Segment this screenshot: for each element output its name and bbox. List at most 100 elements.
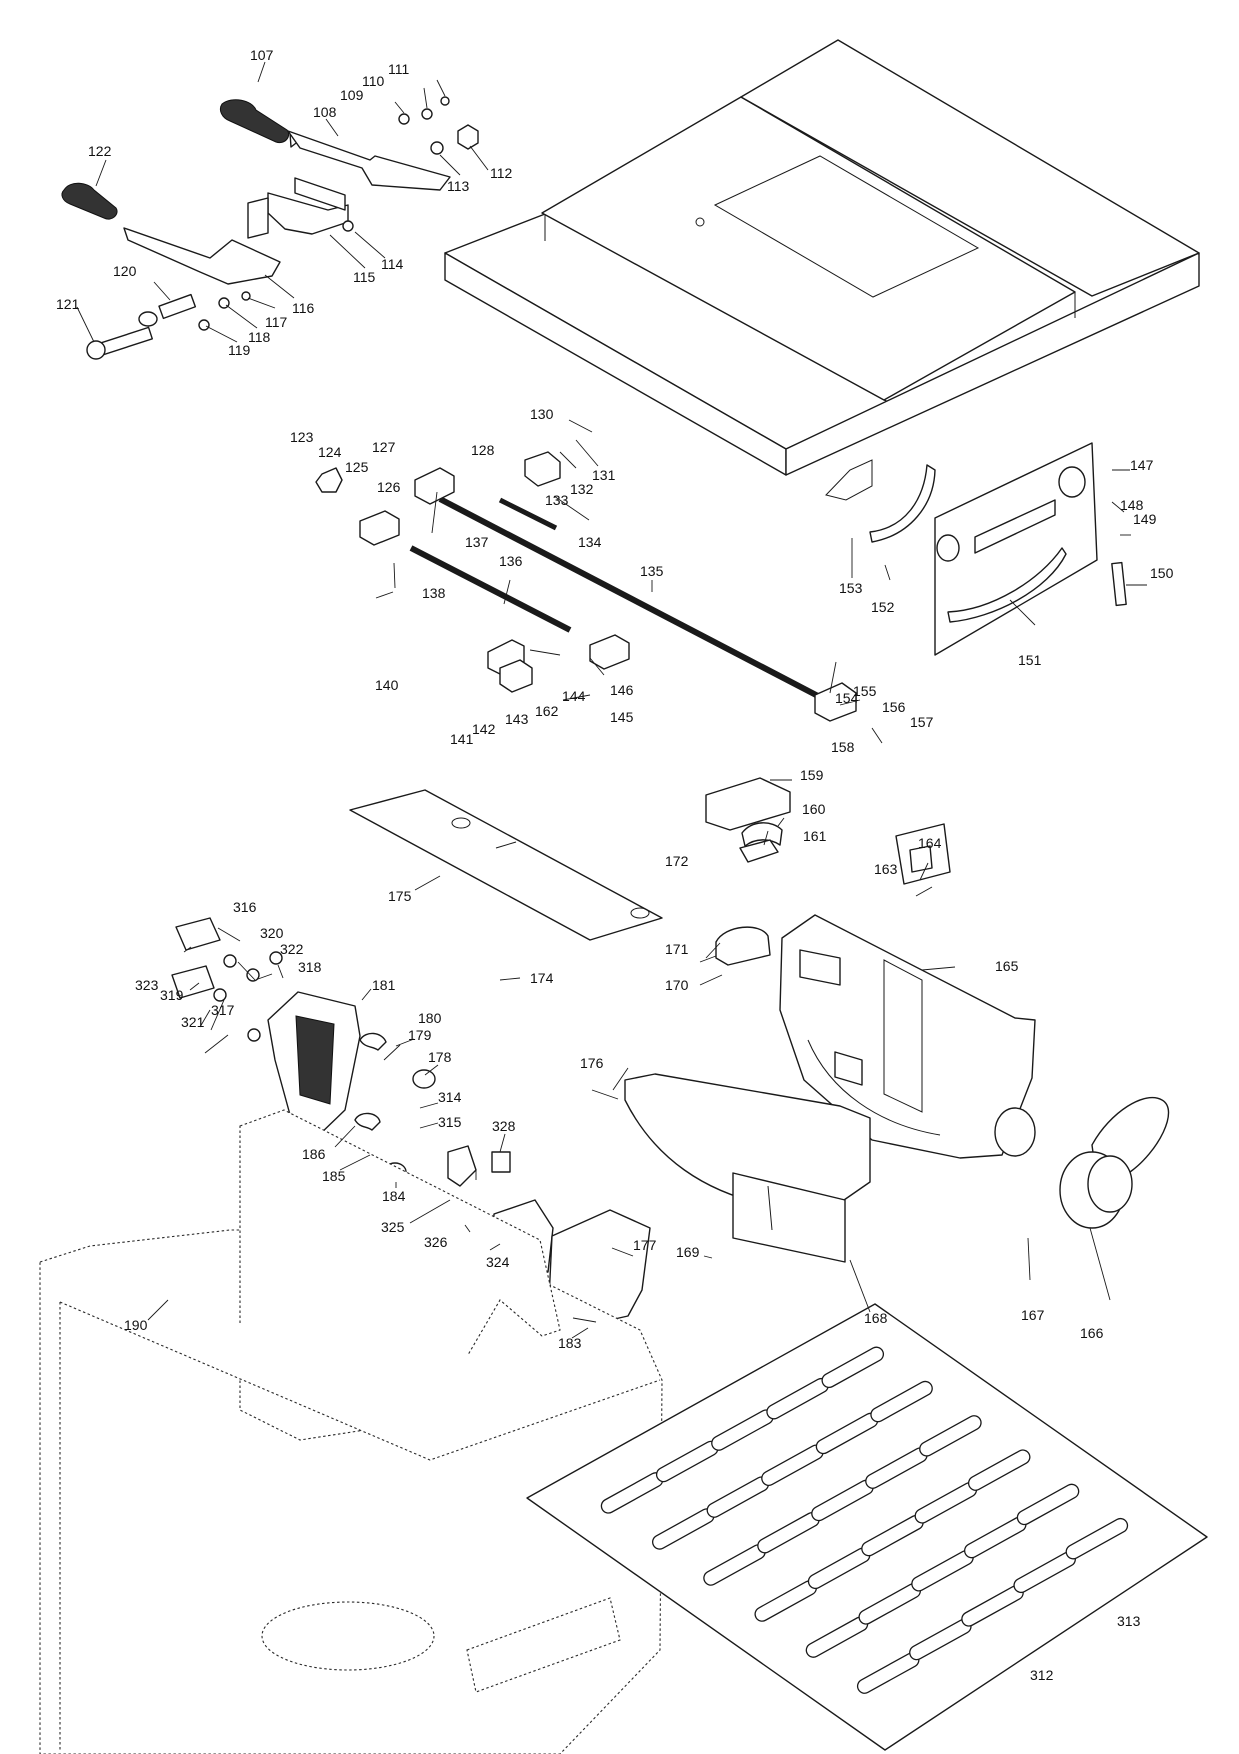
callout-128: 128 <box>471 442 495 458</box>
callout-326: 326 <box>424 1234 448 1250</box>
callout-160: 160 <box>802 801 826 817</box>
callout-133: 133 <box>545 492 569 508</box>
callout-122: 122 <box>88 143 112 159</box>
callout-143: 143 <box>505 711 529 727</box>
callout-111: 111 <box>388 61 409 77</box>
rod-assembly <box>315 451 857 722</box>
callout-317: 317 <box>211 1002 235 1018</box>
callout-138: 138 <box>422 585 446 601</box>
callout-176: 176 <box>580 1055 604 1071</box>
callout-322: 322 <box>280 941 304 957</box>
vent-slot <box>821 1346 885 1389</box>
callout-177: 177 <box>633 1237 657 1253</box>
callout-142: 142 <box>472 721 496 737</box>
side-plate-151 <box>934 442 1098 656</box>
callout-321: 321 <box>181 1014 205 1030</box>
callout-130: 130 <box>530 406 554 422</box>
callout-175: 175 <box>388 888 412 904</box>
callout-135: 135 <box>640 563 664 579</box>
callout-148: 148 <box>1120 497 1144 513</box>
callout-174: 174 <box>530 970 554 986</box>
callout-166: 166 <box>1080 1325 1104 1341</box>
callout-163: 163 <box>874 861 898 877</box>
callout-127: 127 <box>372 439 396 455</box>
callout-186: 186 <box>302 1146 326 1162</box>
callout-183: 183 <box>558 1335 582 1351</box>
callout-171: 171 <box>665 941 689 957</box>
callout-132: 132 <box>570 481 594 497</box>
callout-146: 146 <box>610 682 634 698</box>
callout-113: 113 <box>447 178 470 194</box>
callout-167: 167 <box>1021 1307 1045 1323</box>
callout-313: 313 <box>1117 1613 1141 1629</box>
callout-169: 169 <box>676 1244 700 1260</box>
callout-159: 159 <box>800 767 824 783</box>
callout-316: 316 <box>233 899 257 915</box>
callout-315: 315 <box>438 1114 462 1130</box>
callout-185: 185 <box>322 1168 346 1184</box>
callout-328: 328 <box>492 1118 516 1134</box>
callout-162: 162 <box>535 703 559 719</box>
callout-107: 107 <box>250 47 274 63</box>
callout-126: 126 <box>377 479 401 495</box>
callout-109: 109 <box>340 87 364 103</box>
rack-152 <box>869 464 936 543</box>
leader-lines <box>76 61 1147 1339</box>
callout-323: 323 <box>135 977 159 993</box>
callout-124: 124 <box>318 444 342 460</box>
callout-119: 119 <box>228 342 251 358</box>
callout-152: 152 <box>871 599 895 615</box>
callout-141: 141 <box>450 731 474 747</box>
callout-121: 121 <box>56 296 80 312</box>
bolt-121 <box>86 326 153 360</box>
callout-168: 168 <box>864 1310 888 1326</box>
callout-157: 157 <box>910 714 934 730</box>
callout-179: 179 <box>408 1027 432 1043</box>
callout-125: 125 <box>345 459 369 475</box>
callout-318: 318 <box>298 959 322 975</box>
callout-184: 184 <box>382 1188 406 1204</box>
callout-117: 117 <box>265 314 288 330</box>
callout-114: 114 <box>381 256 404 272</box>
callout-170: 170 <box>665 977 689 993</box>
callout-144: 144 <box>562 688 586 704</box>
callout-131: 131 <box>592 467 616 483</box>
callout-140: 140 <box>375 677 399 693</box>
callout-155: 155 <box>853 683 877 699</box>
blade-guard-165 <box>779 914 1036 1159</box>
callout-172: 172 <box>665 853 689 869</box>
callout-116: 116 <box>292 300 315 316</box>
table-top <box>444 39 1200 501</box>
callout-149: 149 <box>1133 511 1157 527</box>
vent-slot <box>870 1380 933 1423</box>
vent-slot <box>1016 1483 1080 1526</box>
callout-150: 150 <box>1150 565 1174 581</box>
callout-151: 151 <box>1018 652 1042 668</box>
throat-plate-175 <box>349 789 663 941</box>
callout-180: 180 <box>418 1010 442 1026</box>
callout-110: 110 <box>362 73 385 89</box>
callout-164: 164 <box>918 835 942 851</box>
carry-handle-122 <box>61 182 281 285</box>
callout-314: 314 <box>438 1089 462 1105</box>
handle-bracket-115 <box>247 177 349 239</box>
callout-190: 190 <box>124 1317 148 1333</box>
callout-123: 123 <box>290 429 314 445</box>
callout-145: 145 <box>610 709 634 725</box>
riving-knife-parts <box>705 777 951 966</box>
callout-320: 320 <box>260 925 284 941</box>
callout-325: 325 <box>381 1219 405 1235</box>
callout-120: 120 <box>113 263 137 279</box>
callout-312: 312 <box>1030 1667 1054 1683</box>
callout-181: 181 <box>372 977 396 993</box>
callout-147: 147 <box>1130 457 1154 473</box>
vent-slot <box>1065 1517 1129 1560</box>
vent-slot <box>919 1415 982 1457</box>
carry-handle-107 <box>219 99 451 191</box>
blade-cover-168 <box>624 1073 871 1263</box>
callout-165: 165 <box>995 958 1019 974</box>
callout-137: 137 <box>465 534 489 550</box>
saw-base <box>39 1109 663 1754</box>
callout-112: 112 <box>490 165 513 181</box>
